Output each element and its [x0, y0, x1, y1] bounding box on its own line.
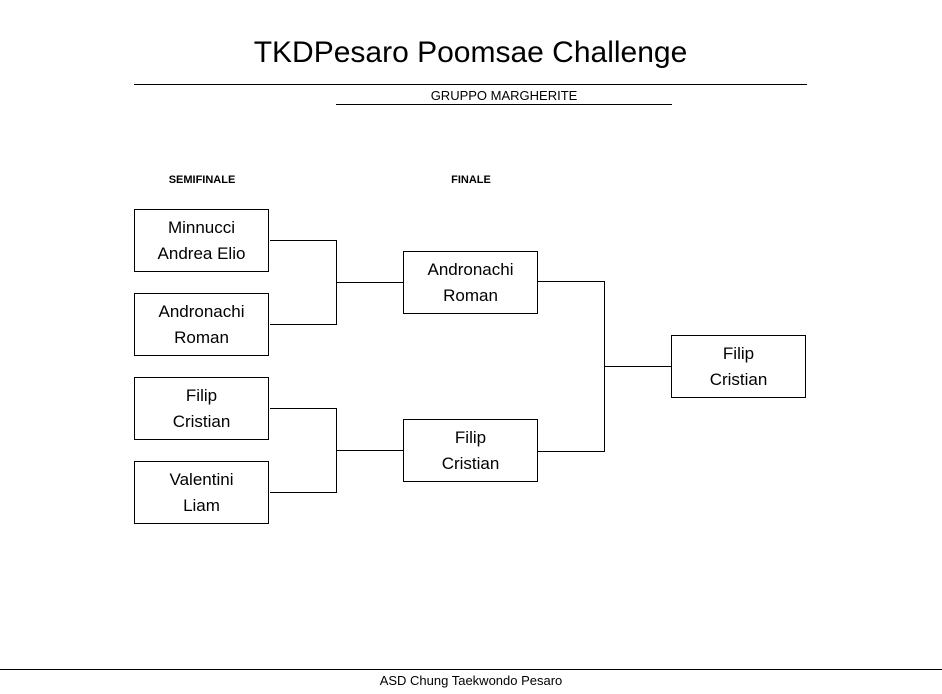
- competitor-name: Roman: [174, 327, 229, 347]
- competitor-name: Andronachi: [158, 301, 245, 321]
- competitor-name: Filip: [454, 427, 487, 447]
- competitor-name: Cristian: [172, 411, 231, 431]
- competitor-name: Filip: [722, 343, 755, 363]
- footer-organization: ASD Chung Taekwondo Pesaro: [379, 673, 563, 688]
- connector-semi-bottom: [270, 408, 337, 493]
- connector-final: [538, 281, 605, 452]
- competitor-name: Cristian: [709, 369, 768, 389]
- competitor-name: Roman: [443, 285, 498, 305]
- final-label: FINALE: [451, 174, 491, 186]
- competitor-name: Minnucci: [167, 217, 236, 237]
- competitor-name: Liam: [183, 495, 220, 515]
- competitor-name: Filip: [185, 385, 218, 405]
- group-underline: [336, 104, 672, 105]
- semifinal-slot-2: Andronachi Roman: [134, 293, 269, 356]
- competitor-name: Andronachi: [427, 259, 514, 279]
- title-divider: [134, 84, 807, 85]
- semifinal-slot-4: Valentini Liam: [134, 461, 269, 524]
- semifinal-label: SEMIFINALE: [168, 174, 236, 186]
- semifinal-slot-3: Filip Cristian: [134, 377, 269, 440]
- final-slot-2: Filip Cristian: [403, 419, 538, 482]
- final-slot-1: Andronachi Roman: [403, 251, 538, 314]
- connector-semi-top: [270, 240, 337, 325]
- winner-slot: Filip Cristian: [671, 335, 806, 398]
- group-name: GRUPPO MARGHERITE: [430, 88, 578, 103]
- competitor-name: Valentini: [169, 469, 234, 489]
- semifinal-slot-1: Minnucci Andrea Elio: [134, 209, 269, 272]
- page-title: TKDPesaro Poomsae Challenge: [253, 36, 688, 69]
- footer-divider: [0, 669, 942, 670]
- competitor-name: Cristian: [441, 453, 500, 473]
- competitor-name: Andrea Elio: [157, 243, 246, 263]
